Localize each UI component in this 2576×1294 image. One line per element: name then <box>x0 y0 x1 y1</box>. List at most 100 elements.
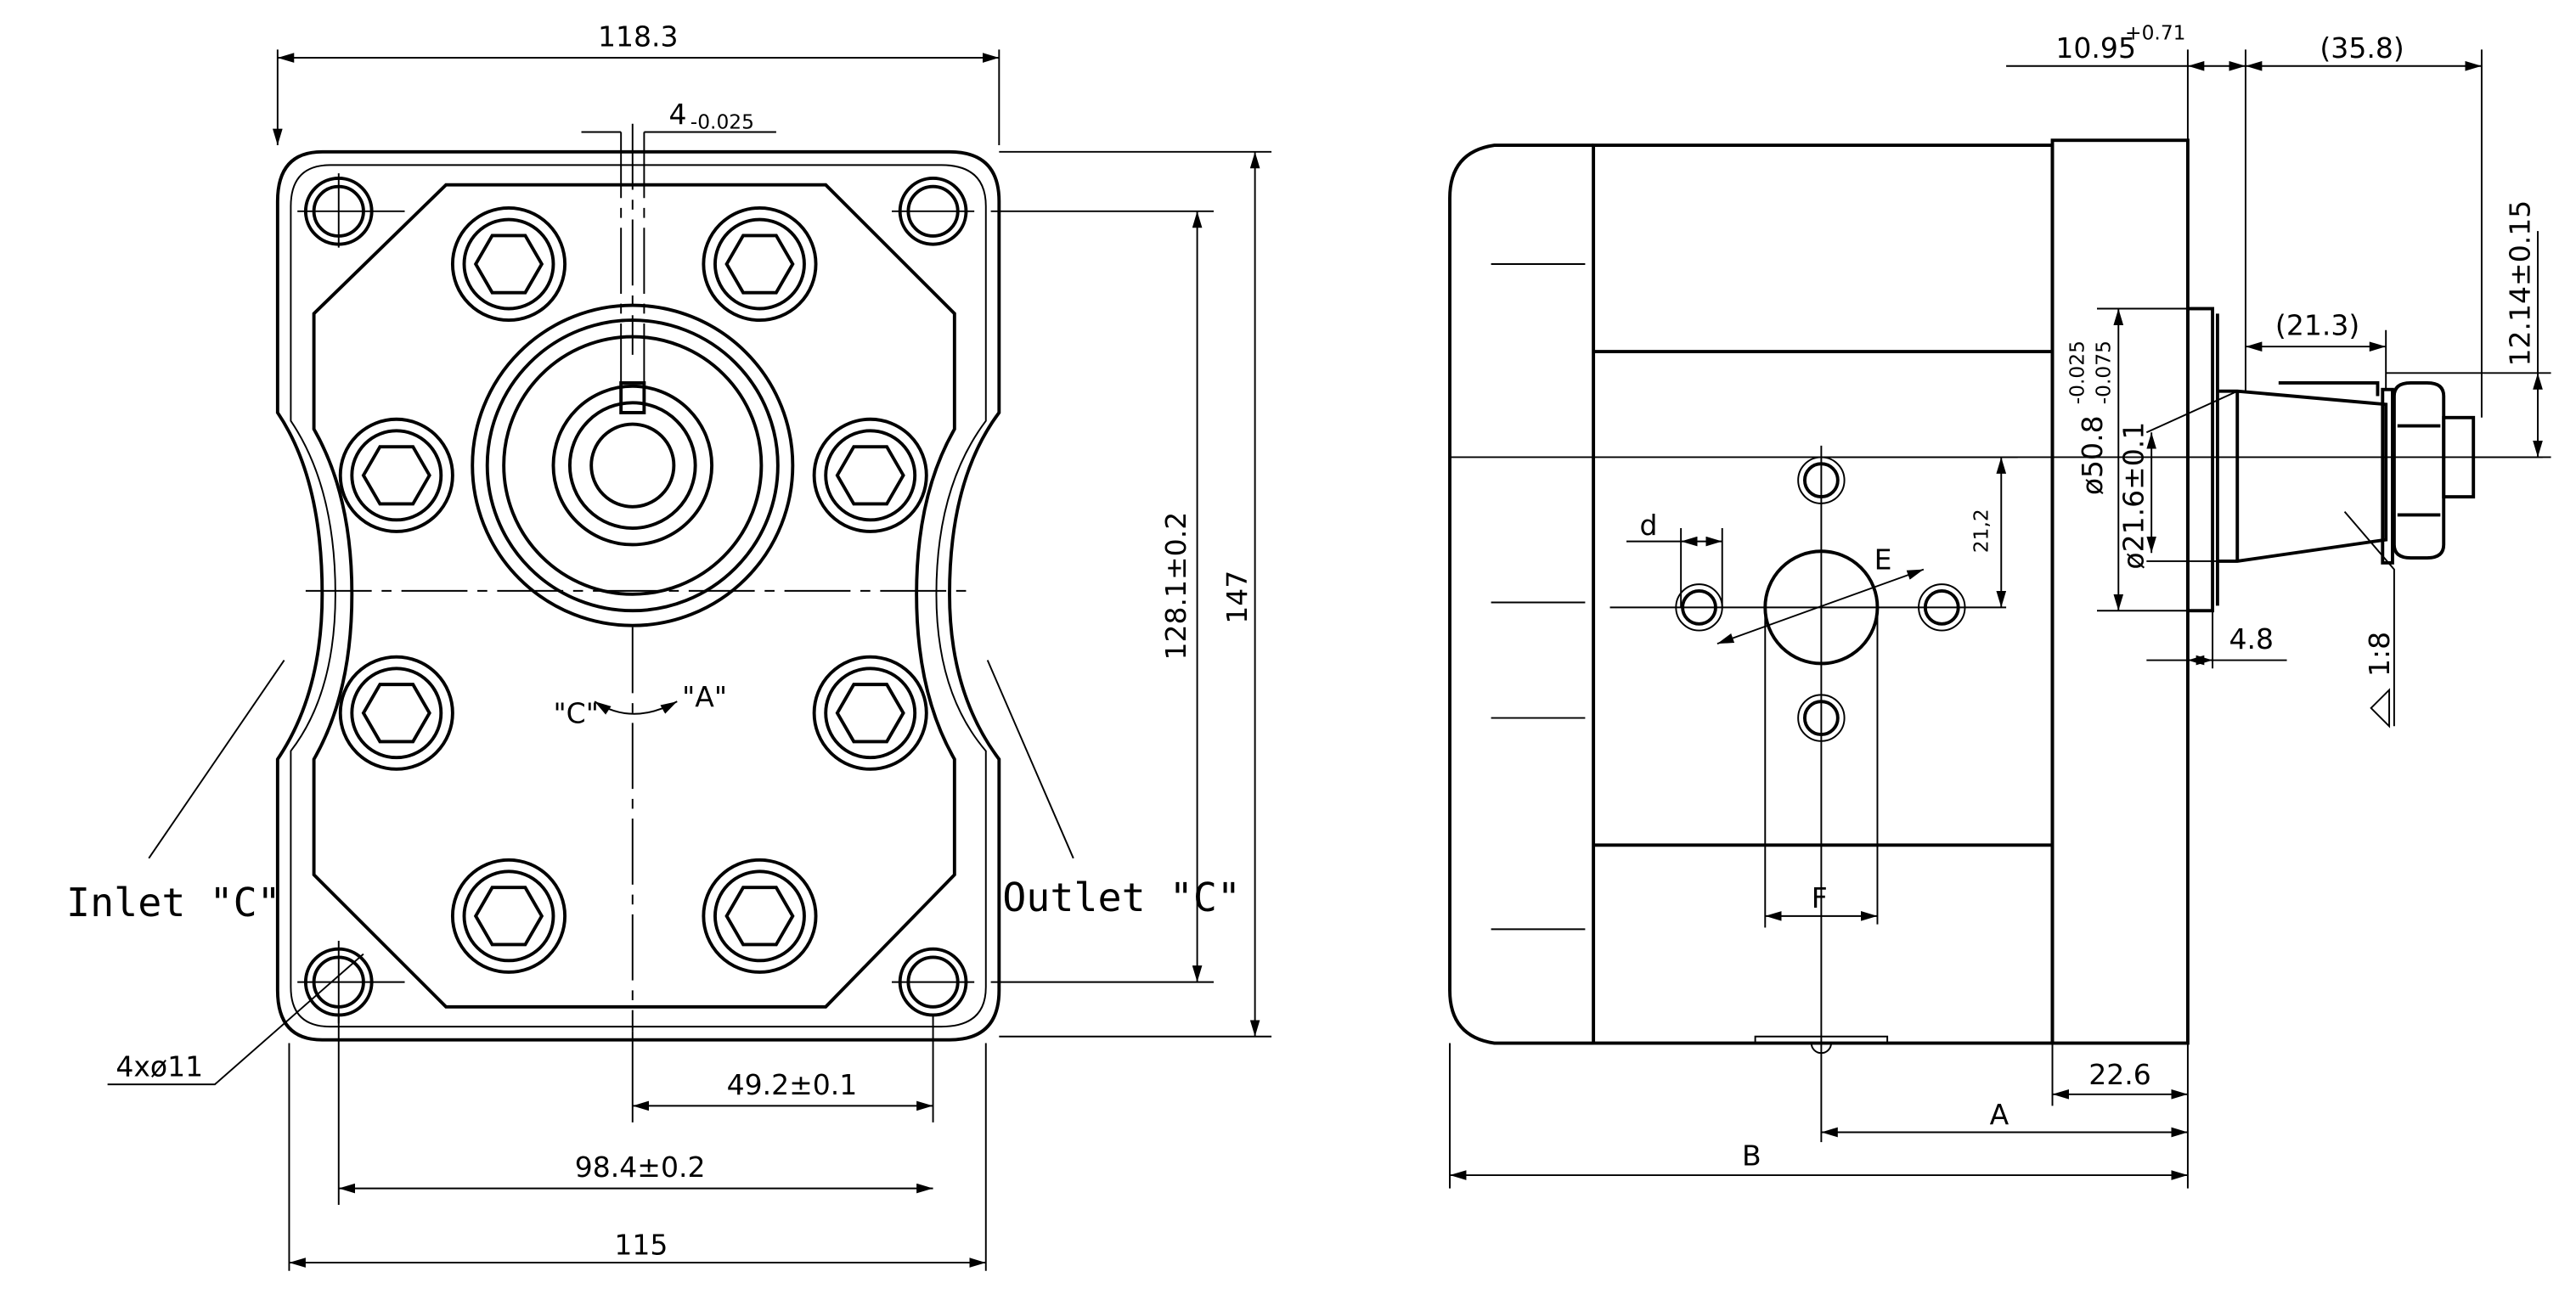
dim-taper: 1:8 <box>2363 632 2396 677</box>
dim-4-8-ext <box>2146 610 2287 669</box>
port-pattern <box>1609 456 2007 1055</box>
holes-label: 4xø11 <box>116 1049 203 1083</box>
corner-holes <box>297 173 975 1024</box>
side-view: 10.95 +0.71 (35.8) 12.14±0.15 (21.3) ø50… <box>1448 22 2551 1189</box>
bolt-hex-socket <box>724 886 795 947</box>
rear-cover-ticks <box>1491 263 1586 931</box>
bolt-washer <box>812 417 928 533</box>
dim-taper-length: (21.3) <box>2275 309 2359 342</box>
dim-spacing: 98.4±0.2 <box>575 1151 706 1184</box>
hex-bolt <box>338 655 454 771</box>
tapered-shaft <box>2217 389 2388 563</box>
dim-port-f: F <box>1812 881 1828 914</box>
bolt-hex-socket <box>835 683 905 744</box>
inlet-label: Inlet "C" <box>66 880 281 926</box>
dim-a: A <box>1990 1098 2010 1131</box>
bolt-washer <box>713 869 806 963</box>
dim-width-top: 118.3 <box>598 20 679 53</box>
bolt-washer <box>713 217 806 311</box>
bolt-hex-socket <box>361 683 431 744</box>
dim-port-e: E <box>1874 543 1892 577</box>
rotation-arrows <box>594 700 678 715</box>
front-flange <box>2050 138 2190 1045</box>
bolt-hex-socket <box>473 233 544 295</box>
rotation-c-label: "C" <box>553 696 598 729</box>
dim-height: 147 <box>1220 571 1254 624</box>
dim-bolt-height: 128.1±0.2 <box>1159 512 1192 661</box>
mounting-plate-outline <box>275 149 1001 1042</box>
bolt-washer <box>338 417 454 533</box>
bolt-washer <box>462 869 555 963</box>
bolt-washer <box>450 205 567 323</box>
port-screw-hole <box>1681 588 1717 626</box>
dim-flange-tol: +0.71 <box>2125 22 2185 45</box>
shaft-circle <box>589 422 676 509</box>
plate-inner-outline <box>290 164 987 1028</box>
hex-nut <box>2392 381 2446 560</box>
dim-bottom-ext <box>1449 1043 2189 1189</box>
dim-pilot-tol-lower: -0.075 <box>2093 340 2116 404</box>
bolt-hex-socket <box>724 233 795 295</box>
hex-bolt <box>450 858 567 974</box>
dim-21-6-ext <box>2145 390 2238 562</box>
bolt-hex-socket <box>835 445 905 506</box>
dim-pilot-depth: 4.8 <box>2229 622 2274 655</box>
dim-pilot-tol-upper: -0.025 <box>2066 340 2088 404</box>
hex-bolts <box>338 205 928 974</box>
shaft-key <box>619 381 646 414</box>
port-screw-hole <box>1802 462 1840 499</box>
dim-port-offset: 21,2 <box>1970 509 1993 553</box>
dim-118-3 <box>278 49 1001 145</box>
bolt-washer <box>450 858 567 974</box>
rotation-a-label: "A" <box>682 680 727 713</box>
hex-bolt <box>338 417 454 533</box>
bolt-washer <box>812 655 928 771</box>
body-sections <box>1593 350 2053 847</box>
bolt-washer <box>702 858 818 974</box>
dim-128-lines <box>990 210 1215 983</box>
dim-half-spacing: 49.2±0.1 <box>727 1068 858 1101</box>
hex-bolt <box>702 858 818 974</box>
spline-circle <box>567 401 697 530</box>
dim-key-tol: -0.025 <box>691 111 754 134</box>
rear-cover <box>1448 143 1594 1045</box>
shaft-key-side <box>2278 381 2380 397</box>
dim-147-lines <box>999 150 1272 1038</box>
outlet-label: Outlet "C" <box>1002 875 1241 921</box>
dim-key-width: 4 <box>669 98 687 131</box>
dim-pilot-dia: ø50.8 <box>2076 415 2109 495</box>
dim-top-ext <box>2006 49 2483 418</box>
hex-bolt <box>812 655 928 771</box>
dim-50-8-ext <box>2097 307 2188 612</box>
dim-flange-thickness: 10.95 <box>2055 31 2136 65</box>
hex-bolt <box>812 417 928 533</box>
bolt-washer <box>824 667 917 760</box>
taper-leader <box>2343 510 2395 727</box>
port-screw-hole <box>1923 588 1960 626</box>
flange-circle <box>502 335 764 596</box>
bolt-washer <box>350 429 443 522</box>
taper-symbol <box>2370 688 2391 729</box>
dim-shaft-offset: 12.14±0.15 <box>2503 200 2536 367</box>
dim-shaft-length: (35.8) <box>2320 31 2404 65</box>
body-pocket-outline <box>312 183 956 1009</box>
outlet-leader <box>986 660 1074 859</box>
bolt-washer <box>824 429 917 522</box>
dim-e-line <box>1716 568 1925 645</box>
bolt-hex-socket <box>361 445 431 506</box>
centerlines <box>305 123 967 1032</box>
flange-circle <box>485 318 780 613</box>
bolt-hex-socket <box>473 886 544 947</box>
port-screw-ring <box>1797 456 1846 504</box>
front-view: "C" "A" 118.3 4 -0.025 128.1±0.2 147 Inl… <box>66 20 1272 1271</box>
port-edges <box>1609 606 2007 925</box>
dim-width-bottom: 115 <box>614 1228 668 1261</box>
bolt-washer <box>350 667 443 760</box>
seal-circle <box>551 384 714 547</box>
port-screw-hole <box>1802 700 1840 736</box>
hole-centerlines <box>297 173 975 1024</box>
bolt-washer <box>462 217 555 311</box>
dim-22-6: 22.6 <box>2088 1058 2151 1091</box>
dim-shaft-dia: ø21.6±0.1 <box>2117 422 2150 570</box>
